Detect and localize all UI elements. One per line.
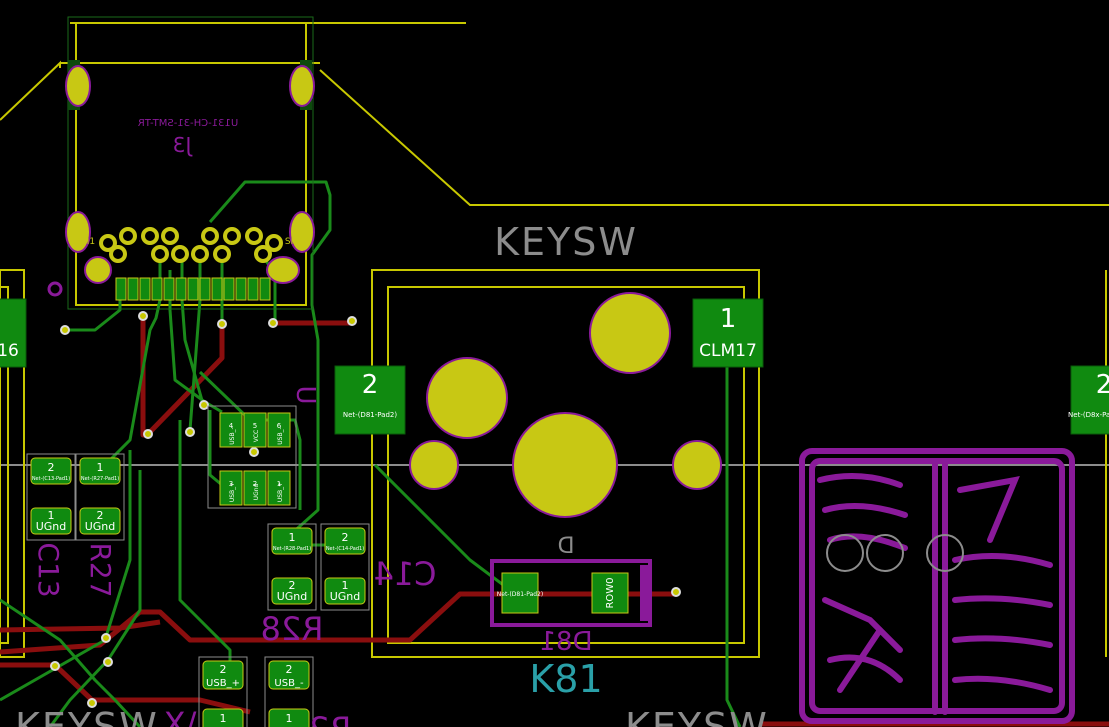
r-partial-label: R2	[309, 710, 352, 727]
u-pad-net-2: UGnd	[253, 483, 260, 500]
c14-pad1-net: Net-(C14-Pad1)	[326, 546, 364, 552]
u-pad-num-5: 5	[253, 422, 257, 430]
edge-cuts-outline	[0, 22, 1109, 658]
usb-connector-j3[interactable]: U131-CH-31-SMT-TR J3 SH1 SH2	[47, 16, 315, 310]
right-edge-pad-net: Net-(D8x-Pad2)	[1068, 411, 1109, 419]
u-ref-label: U	[290, 385, 320, 404]
logo-artwork	[799, 448, 1075, 724]
r27-ref-label: R27	[84, 542, 117, 597]
resistor-usb-plus[interactable]: 2 USB_+ 1	[198, 656, 248, 727]
r27-pad2-num: 2	[97, 509, 104, 522]
r28-pad1-num: 1	[289, 531, 296, 544]
r28-pad1-net: Net-(R28-Pad1)	[273, 546, 311, 552]
c13-pad2-num: 1	[48, 509, 55, 522]
vias	[50, 311, 681, 708]
c14-pad1-num: 2	[342, 531, 349, 544]
d-marker-label: D	[558, 534, 575, 559]
u-pad-net-3: USB_+	[229, 482, 236, 502]
u-pad-net-4: USB_-	[229, 427, 236, 444]
u-pad-num-3: 3	[229, 480, 233, 488]
resistor-r27[interactable]: 1 Net-(R27-Pad1) 2 UGnd R27	[75, 453, 125, 598]
x-partial-label: X/	[164, 705, 197, 727]
resistor-usb-minus[interactable]: 2 USB_- 1	[264, 656, 314, 727]
c14-ref-label: C14	[373, 555, 436, 593]
right-edge-pad[interactable]: 2 Net-(D8x-Pad2)	[1068, 365, 1109, 435]
right-edge-pad-number: 2	[1096, 370, 1109, 400]
sw-pad2-number: 2	[362, 370, 379, 400]
r28-pad2-num: 2	[289, 579, 296, 592]
esd-chip-u[interactable]: 4 5 6 3 2 1 USB_- VCC USB_- USB_+ UGnd U…	[207, 385, 320, 509]
usbm-pad-num2: 1	[286, 712, 293, 725]
u-pad-num-2: 2	[253, 480, 257, 488]
resistor-r28[interactable]: 1 Net-(R28-Pad1) 2 UGnd R28	[261, 523, 324, 648]
capacitor-c13[interactable]: 2 Net-(C13-Pad1) 1 UGnd C13	[26, 453, 76, 598]
u-pad-num-4: 4	[229, 422, 234, 430]
left-edge-pad-label: 16	[0, 341, 19, 361]
c13-pad2-net: UGnd	[36, 520, 67, 533]
keysw-label-bottom-left: KEYSW	[15, 705, 159, 727]
r27-pad1-net: Net-(R27-Pad1)	[81, 476, 119, 482]
shield-pad-label-1: SH1	[77, 237, 95, 247]
k81-ref-label: K81	[529, 657, 602, 701]
clm17-pad-number: 1	[720, 304, 737, 334]
c14-pad2-num: 1	[342, 579, 349, 592]
key-switch-k81[interactable]: 1 CLM17 2 Net-(D81-Pad2) KEYSW D K81	[334, 220, 764, 701]
r28-pad2-net: UGnd	[277, 590, 308, 603]
d81-pad-a-net: Net-(D81-Pad2)	[497, 591, 543, 598]
clm17-pad-net: CLM17	[699, 341, 757, 361]
c13-ref-label: C13	[32, 542, 65, 597]
keysw-label-bottom-right: KEYSW	[625, 705, 769, 727]
usbp-pad-num: 2	[220, 663, 227, 676]
r28-ref-label: R28	[261, 610, 324, 648]
usbm-pad-net: USB_-	[274, 678, 304, 689]
usbp-pad-num2: 1	[220, 712, 227, 725]
keysw-label-top: KEYSW	[494, 220, 638, 264]
d81-pad-b-net: ROW0	[605, 577, 616, 608]
d81-ref-label: D81	[539, 627, 592, 657]
sw-pad2-net: Net-(D81-Pad2)	[343, 411, 397, 419]
u-pad-net-6: USB_-	[277, 427, 284, 444]
u-pad-net-1: USB_+	[277, 482, 284, 502]
u-pad-num-6: 6	[277, 422, 282, 430]
left-edge-pad[interactable]: 16	[0, 298, 27, 368]
c13-pad1-net: Net-(C13-Pad1)	[32, 476, 70, 482]
j3-value-label: U131-CH-31-SMT-TR	[138, 118, 238, 129]
shield-pad-label-2: SH2	[285, 237, 303, 247]
capacitor-c14[interactable]: 2 Net-(C14-Pad1) 1 UGnd C14	[320, 523, 437, 611]
usbm-pad-num: 2	[286, 663, 293, 676]
c13-pad1-num: 2	[48, 461, 55, 474]
diode-d81[interactable]: Net-(D81-Pad2) ROW0 D81	[490, 559, 652, 657]
logo-ghost-text	[826, 534, 964, 572]
r27-pad1-num: 1	[97, 461, 104, 474]
j3-ref-label: J3	[173, 133, 194, 157]
r27-pad2-net: UGnd	[85, 520, 116, 533]
u-pad-net-5: VCC	[253, 430, 260, 442]
usbp-pad-net: USB_+	[206, 678, 240, 689]
u-pad-num-1: 1	[277, 480, 281, 488]
c14-pad2-net: UGnd	[330, 590, 361, 603]
